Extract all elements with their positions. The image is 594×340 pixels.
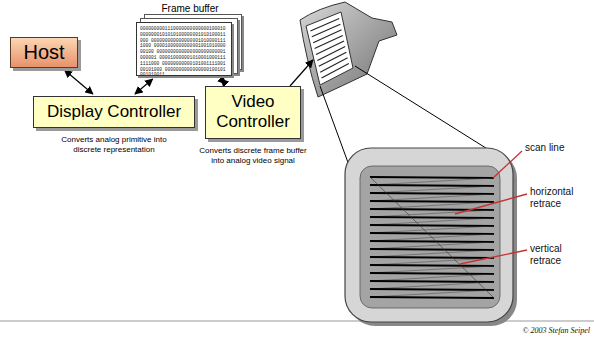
crt-scanline [312,24,341,37]
scan-line [370,297,494,298]
binary-data: 0000000001110000000000000100010 00000001… [140,26,228,76]
scan-line [370,257,494,258]
zoom-panel [345,148,513,322]
node-title: Host [23,41,64,64]
node-caption: Converts analog primitive into discrete … [33,135,195,155]
video-signal-arrow [290,60,313,86]
scan-line [370,241,494,242]
host-shape: Host [10,37,78,68]
scan-line [370,177,494,178]
scan-line [370,201,494,202]
scan-line [370,289,494,290]
crt-screen [306,12,353,85]
crt-scanline [320,58,347,72]
crt-scanline [310,19,339,31]
copyright-note: © 2003 Stefan Seipel [470,326,590,335]
scan-line [370,209,494,210]
crt-scanline [316,41,344,55]
node-title: Video Controller [210,92,296,133]
horizontal-retrace-line [370,282,494,289]
callout-label: scan line [525,142,585,154]
front-page: 0000000001110000000000000100010 00000001… [136,22,232,76]
crt-scanline [322,63,349,78]
connector-arrow [135,79,153,94]
crt-scanline [313,30,341,43]
horizontal-retrace-line [370,258,494,265]
scan-line [370,249,494,250]
crt-scanline [317,47,345,61]
zoom-line [355,66,505,160]
callout-label: vertical retrace [530,243,588,266]
horizontal-retrace-line [370,178,494,185]
horizontal-retrace-line [370,226,494,233]
display-controller: Display ControllerConverts analog primit… [33,96,195,155]
scan-line [370,273,494,274]
controller-box: Video Controller [205,86,301,139]
scan-line [370,265,494,266]
horizontal-retrace-line [370,266,494,273]
horizontal-retrace-line [370,186,494,193]
page-stack: 0000000001110000000000000100010 00000001… [136,17,244,77]
leader-line [455,194,527,214]
scan-line [370,185,494,186]
node-title: Frame buffer [136,3,244,14]
leader-line [493,151,522,178]
video-controller: Video ControllerConverts discrete frame … [205,86,301,166]
scan-line [370,281,494,282]
zoom-line [320,86,350,168]
horizontal-retrace-line [370,210,494,217]
node-title: Display Controller [42,102,186,122]
horizontal-retrace-line [370,218,494,225]
horizontal-retrace-line [370,242,494,249]
scan-line [370,193,494,194]
scan-line [370,233,494,234]
node-caption: Converts discrete frame buffer into anal… [197,146,309,166]
callout-label: horizontal retrace [530,186,588,209]
horizontal-retrace-line [370,290,494,297]
zoom-screen [360,166,500,308]
crt-scanline [319,52,347,66]
connector-arrow [221,79,226,84]
horizontal-retrace-line [370,250,494,257]
controller-box: Display Controller [33,96,195,128]
host-box: Host [10,37,78,68]
crt-scanlines [310,19,348,79]
panel-shadow [349,152,517,326]
scan-lines [370,177,494,298]
crt-scanline [315,35,343,48]
scan-line [370,225,494,226]
vertical-retrace-line [370,177,494,298]
scan-line [370,217,494,218]
connector-arrow [65,70,93,94]
frame-buffer: Frame buffer 0000000001110000000000000100… [136,3,244,77]
leader-line [460,250,527,264]
